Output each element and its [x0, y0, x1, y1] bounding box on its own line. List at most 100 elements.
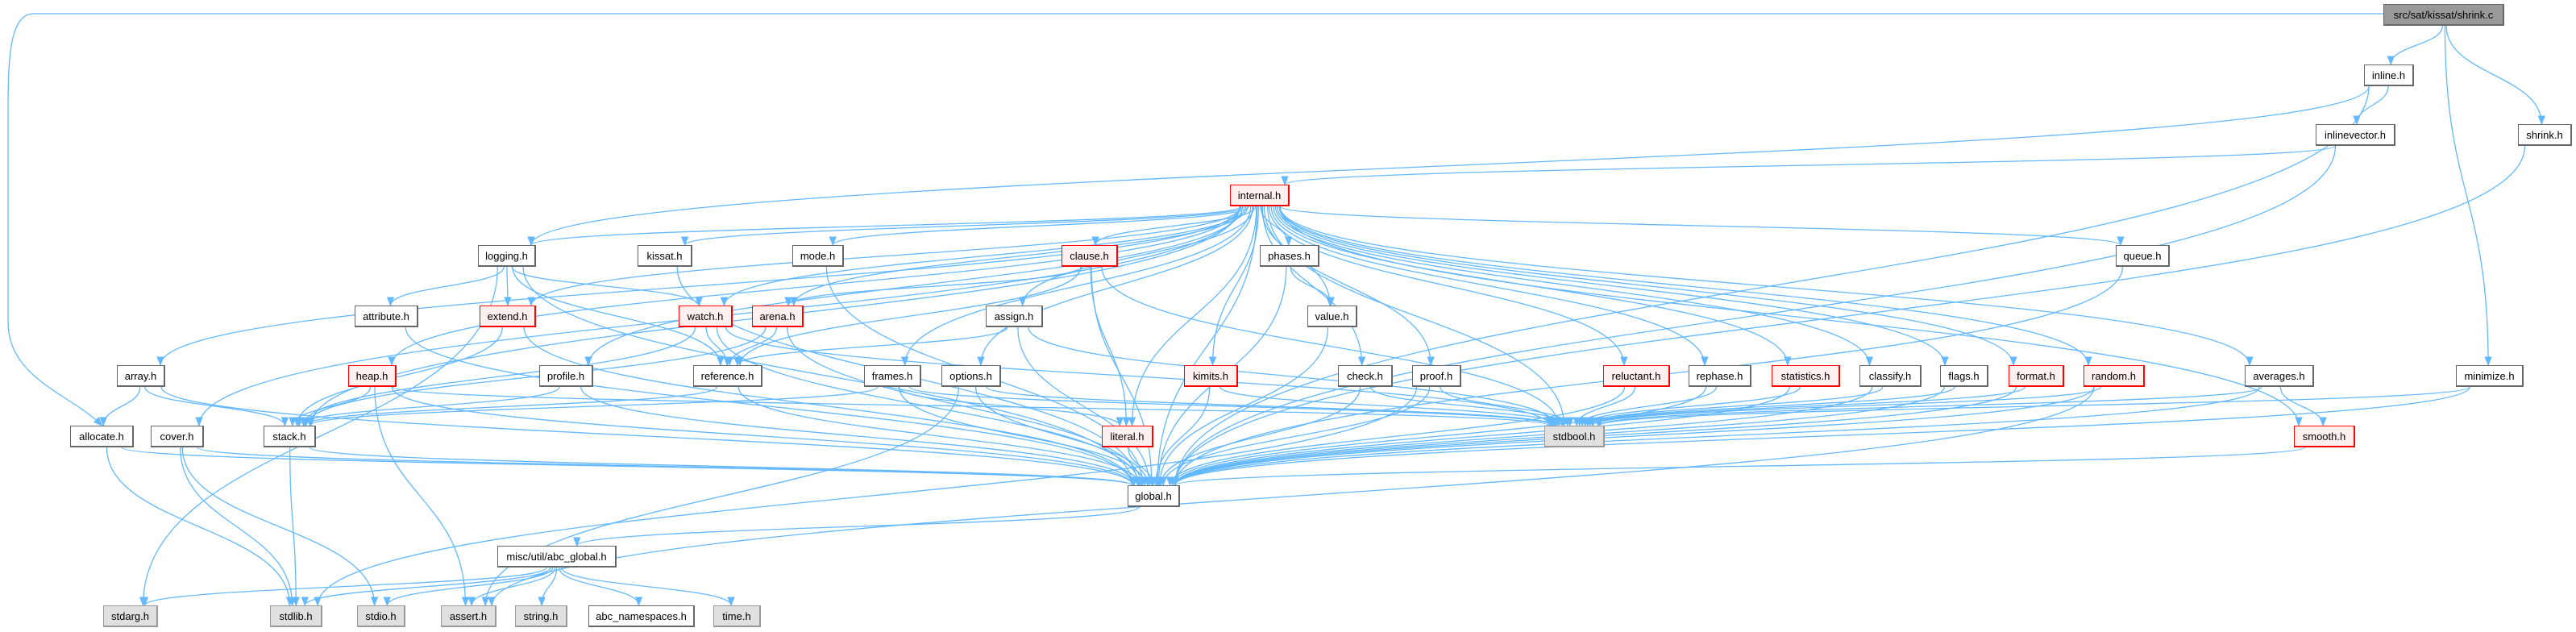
node-abc-global[interactable]: misc/util/abc_global.h: [497, 546, 617, 568]
node-statistics[interactable]: statistics.h: [1772, 365, 1840, 387]
node-kimits[interactable]: kimits.h: [1184, 365, 1238, 387]
node-attribute[interactable]: attribute.h: [355, 306, 418, 327]
edge-clause-to-stdbool: [1101, 266, 1563, 427]
node-averages[interactable]: averages.h: [2245, 365, 2314, 387]
edge-internal-to-averages: [1279, 206, 2254, 367]
edge-frames-to-stdbool: [909, 386, 1556, 427]
node-inline[interactable]: inline.h: [2364, 64, 2414, 86]
node-heap[interactable]: heap.h: [348, 365, 397, 387]
node-shrink-h[interactable]: shrink.h: [2518, 124, 2572, 146]
edge-global-to-abc_global: [573, 506, 1140, 547]
node-assign[interactable]: assign.h: [986, 306, 1043, 327]
edge-reference-to-stack: [301, 386, 718, 427]
node-stdio[interactable]: stdio.h: [357, 605, 405, 627]
edge-flags-to-stdbool: [1584, 386, 1955, 427]
node-random[interactable]: random.h: [2084, 365, 2145, 387]
node-extend[interactable]: extend.h: [480, 306, 536, 327]
node-stdbool[interactable]: stdbool.h: [1544, 426, 1605, 447]
node-stdarg[interactable]: stdarg.h: [103, 605, 158, 627]
node-time[interactable]: time.h: [713, 605, 761, 627]
node-rephase[interactable]: rephase.h: [1689, 365, 1751, 387]
node-stdlib[interactable]: stdlib.h: [270, 605, 322, 627]
node-global[interactable]: global.h: [1128, 485, 1180, 507]
node-frames[interactable]: frames.h: [864, 365, 921, 387]
edge-internal-to-rephase: [1270, 206, 1709, 367]
node-literal[interactable]: literal.h: [1102, 426, 1153, 447]
edge-assign-to-global: [1017, 326, 1153, 487]
edge-internal-to-format: [1278, 206, 2017, 367]
edge-watch-to-stdbool: [725, 326, 1553, 427]
edge-internal-to-reluctant: [1269, 206, 1628, 367]
edge-allocate-to-global: [121, 447, 1136, 487]
node-classify[interactable]: classify.h: [1859, 365, 1922, 387]
node-queue[interactable]: queue.h: [2116, 245, 2170, 267]
edge-internal-to-assign: [1019, 206, 1255, 307]
node-options[interactable]: options.h: [941, 365, 1001, 387]
node-shrink-c[interactable]: src/sat/kissat/shrink.c: [2383, 4, 2504, 26]
node-format[interactable]: format.h: [2009, 365, 2064, 387]
node-reference[interactable]: reference.h: [693, 365, 762, 387]
edge-logging-to-attribute: [386, 266, 505, 307]
node-minimize[interactable]: minimize.h: [2456, 365, 2524, 387]
node-reluctant[interactable]: reluctant.h: [1603, 365, 1670, 387]
node-check[interactable]: check.h: [1338, 365, 1393, 387]
edge-averages-to-global: [1171, 386, 2260, 487]
node-clause[interactable]: clause.h: [1062, 245, 1118, 267]
node-watch[interactable]: watch.h: [679, 306, 733, 327]
edge-phases-to-value: [1290, 266, 1335, 307]
node-inlinevector[interactable]: inlinevector.h: [2316, 124, 2395, 146]
edge-proof-to-global: [1159, 386, 1431, 487]
edge-internal-to-clause: [1091, 206, 1257, 247]
edge-internal-to-profile: [584, 206, 1244, 367]
edge-array-to-allocate: [99, 386, 141, 427]
edge-cover-to-stdio: [181, 447, 379, 607]
node-mode[interactable]: mode.h: [792, 245, 844, 267]
node-value[interactable]: value.h: [1307, 306, 1357, 327]
edge-proof-to-stdbool: [1440, 386, 1574, 427]
edge-abc_global-to-time: [560, 567, 735, 607]
node-smooth[interactable]: smooth.h: [2294, 426, 2355, 447]
edge-abc_global-to-assert: [467, 567, 555, 607]
edge-shrink_c-to-shrink_h: [2445, 25, 2545, 126]
edge-random-to-assert: [488, 386, 2095, 607]
node-string[interactable]: string.h: [515, 605, 567, 627]
node-abc-namespaces[interactable]: abc_namespaces.h: [588, 605, 695, 627]
edge-internal-to-logging: [527, 206, 1242, 247]
edge-internal-to-array: [156, 206, 1240, 367]
edge-extend-to-global: [523, 326, 1136, 487]
edge-abc_global-to-abc_namespaces: [558, 567, 643, 607]
edge-heap-to-stdbool: [392, 386, 1553, 427]
node-stack[interactable]: stack.h: [264, 426, 316, 447]
edge-internal-to-literal: [1128, 206, 1257, 427]
edge-internal-to-statistics: [1273, 206, 1792, 367]
edge-cover-to-stdlib: [180, 447, 297, 607]
node-internal[interactable]: internal.h: [1230, 185, 1290, 206]
edge-watch-to-reference: [705, 326, 731, 367]
node-kissat[interactable]: kissat.h: [638, 245, 692, 267]
node-allocate[interactable]: allocate.h: [70, 426, 134, 447]
node-arena[interactable]: arena.h: [752, 306, 804, 327]
node-assert[interactable]: assert.h: [441, 605, 497, 627]
edge-internal-to-extend: [527, 206, 1242, 307]
edge-smooth-to-global: [1171, 447, 2305, 487]
edge-internal-to-global: [1153, 206, 1258, 487]
node-cover[interactable]: cover.h: [151, 426, 204, 447]
edge-literal-to-global: [1128, 447, 1157, 487]
edge-averages-to-stdbool: [1594, 386, 2262, 427]
edge-logging-to-global: [522, 266, 1136, 487]
edge-array-to-stack: [143, 386, 289, 427]
edge-internal-to-options: [977, 206, 1253, 367]
edge-shrink_c-to-allocate: [7, 13, 2383, 426]
edge-abc_global-to-stdlib: [301, 567, 551, 607]
edge-logging-to-extend: [504, 266, 512, 307]
node-phases[interactable]: phases.h: [1260, 245, 1319, 267]
node-proof[interactable]: proof.h: [1412, 365, 1461, 387]
node-profile[interactable]: profile.h: [539, 365, 593, 387]
edge-format-to-stdbool: [1586, 386, 2025, 427]
node-logging[interactable]: logging.h: [478, 245, 536, 267]
edge-assign-to-reference: [733, 326, 1008, 367]
edge-frames-to-literal: [898, 386, 1124, 427]
edge-internal-to-watch: [720, 206, 1247, 307]
node-array[interactable]: array.h: [117, 365, 165, 387]
node-flags[interactable]: flags.h: [1940, 365, 1988, 387]
